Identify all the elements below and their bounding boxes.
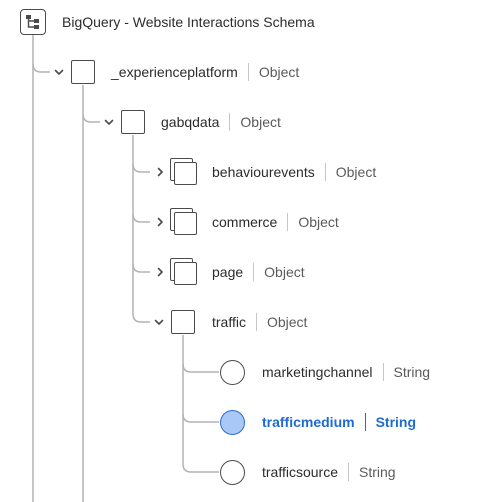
field-row-behaviourevents[interactable]: behaviourevents Object: [212, 162, 376, 182]
field-name: traffic: [212, 314, 246, 330]
field-separator: [382, 363, 384, 381]
chevron-right-icon[interactable]: [154, 166, 166, 178]
field-name: behaviourevents: [212, 164, 315, 180]
chevron-right-icon[interactable]: [154, 216, 166, 228]
chevron-down-icon[interactable]: [153, 316, 165, 328]
field-row-trafficsource[interactable]: trafficsource String: [262, 462, 396, 482]
field-name: _experienceplatform: [111, 64, 238, 80]
field-type: Object: [264, 264, 305, 280]
field-row-marketingchannel[interactable]: marketingchannel String: [262, 362, 430, 382]
field-circle-icon: [220, 360, 245, 385]
field-separator: [324, 163, 326, 181]
field-separator: [287, 213, 289, 231]
field-separator: [229, 113, 231, 131]
object-stack-icon: [170, 158, 198, 186]
field-name: commerce: [212, 214, 278, 230]
field-name: page: [212, 264, 244, 280]
chevron-down-icon[interactable]: [103, 116, 115, 128]
field-circle-icon-selected: [220, 410, 245, 435]
chevron-right-icon[interactable]: [154, 266, 166, 278]
field-separator: [348, 463, 349, 481]
field-name: marketingchannel: [262, 364, 373, 380]
field-row-page[interactable]: page Object: [212, 262, 305, 282]
field-type: String: [393, 364, 431, 380]
field-separator: [255, 313, 257, 331]
field-type: Object: [240, 114, 281, 130]
object-stack-icon: [170, 258, 198, 286]
field-row-experienceplatform[interactable]: _experienceplatform Object: [111, 62, 299, 82]
object-box-icon: [171, 310, 195, 334]
field-row-gabqdata[interactable]: gabqdata Object: [161, 112, 281, 132]
field-circle-icon: [220, 460, 245, 485]
field-type: String: [375, 414, 417, 430]
field-type: Object: [258, 64, 300, 80]
object-box-icon: [71, 60, 95, 84]
field-row-traffic[interactable]: traffic Object: [212, 312, 307, 332]
field-separator: [364, 413, 366, 431]
field-name: trafficmedium: [262, 414, 355, 430]
field-type: Object: [335, 164, 377, 180]
object-box-icon: [121, 110, 145, 134]
field-separator: [253, 263, 255, 281]
schema-title: BigQuery - Website Interactions Schema: [62, 14, 315, 30]
field-row-trafficmedium[interactable]: trafficmedium String: [262, 412, 416, 432]
field-row-commerce[interactable]: commerce Object: [212, 212, 339, 232]
schema-tree-icon[interactable]: [20, 9, 46, 35]
field-type: String: [359, 464, 396, 480]
field-separator: [247, 63, 249, 81]
field-name: gabqdata: [161, 114, 220, 130]
chevron-down-icon[interactable]: [53, 66, 65, 78]
field-type: Object: [266, 314, 308, 330]
field-name: trafficsource: [262, 464, 338, 480]
field-type: Object: [298, 214, 339, 230]
object-stack-icon: [170, 208, 198, 236]
